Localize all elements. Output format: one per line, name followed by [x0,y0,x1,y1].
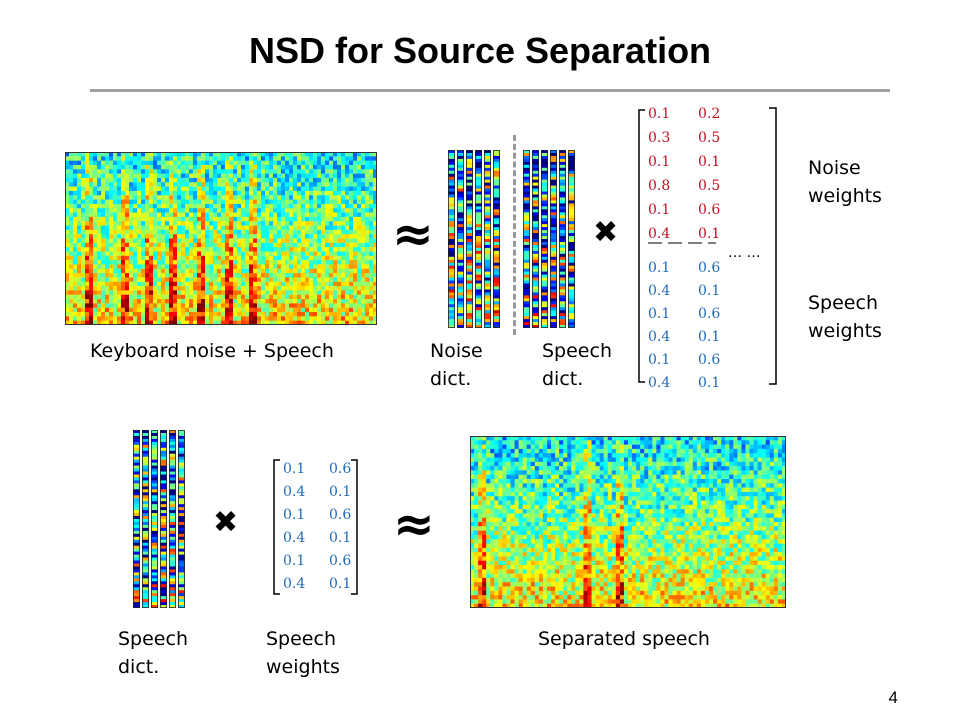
dictionary-separator [513,135,516,335]
noise-weights-label-line1: Noise [808,157,861,179]
right-bracket [351,459,358,595]
approx-symbol-top: ≈ [392,205,434,263]
bottom-speech-weights-matrix: 0.1 0.6 0.4 0.1 0.1 0.6 0.4 0.1 0.1 0.6 0.4 0.1 [273,459,358,595]
bottom-speech-weight-cell: 0.6 [329,553,351,569]
bottom-speech-weight-cell: 0.1 [283,553,305,569]
approx-symbol-bottom: ≈ [393,495,435,553]
noise-weight-cell: 0.1 [698,154,720,170]
bottom-speech-weight-cell: 0.6 [329,507,351,523]
bottom-speech-dict-label-line1: Speech [118,628,188,650]
bottom-speech-weight-cell: 0.4 [283,576,305,592]
noise-weight-cell: 0.5 [698,130,720,146]
speech-weight-cell: 0.1 [648,352,670,368]
bottom-speech-weight-cell: 0.1 [329,530,351,546]
mixture-spectrogram [65,152,377,325]
bottom-speech-weights-label-line2: weights [266,656,340,678]
speech-weights-label-line2: weights [808,320,882,342]
bottom-speech-weight-cell: 0.1 [283,461,305,477]
noise-weight-cell: 0.2 [698,106,720,122]
speech-weight-cell: 0.4 [648,283,670,299]
noise-weight-cell: 0.3 [648,130,670,146]
left-bracket [638,109,645,383]
bottom-speech-weight-cell: 0.4 [283,484,305,500]
noise-weight-cell: 0.1 [648,106,670,122]
noise-weight-cell: 0.5 [698,178,720,194]
bottom-speech-weight-cell: 0.1 [283,507,305,523]
noise-weight-cell: 0.1 [698,226,720,242]
noise-dict-label-line2: dict. [430,368,472,390]
matrix-ellipsis: … … [728,245,760,261]
left-bracket [273,459,280,595]
speech-dictionary [523,150,575,328]
noise-weight-cell: 0.8 [648,178,670,194]
speech-weight-cell: 0.1 [698,375,720,391]
bottom-speech-weight-cell: 0.1 [329,576,351,592]
noise-weights-label-line2: weights [808,185,882,207]
bottom-speech-weight-cell: 0.4 [283,530,305,546]
noise-weight-cell: 0.6 [698,202,720,218]
noise-weight-cell: 0.1 [648,154,670,170]
bottom-speech-weight-cell: 0.1 [329,484,351,500]
speech-weight-cell: 0.1 [648,306,670,322]
noise-weight-cell: 0.1 [648,202,670,218]
speech-weight-cell: 0.1 [648,260,670,276]
speech-weight-cell: 0.4 [648,375,670,391]
speech-weight-cell: 0.4 [648,329,670,345]
noise-dict-label-line1: Noise [430,340,483,362]
speech-weight-cell: 0.6 [698,260,720,276]
speech-weights-label-line1: Speech [808,292,878,314]
title-divider [90,89,890,92]
speech-dict-label-line2: dict. [542,368,584,390]
speech-weight-cell: 0.6 [698,306,720,322]
times-symbol-bottom: ✖ [213,505,239,540]
noise-dictionary [448,150,500,328]
speech-weight-cell: 0.1 [698,329,720,345]
bottom-speech-weights-label-line1: Speech [266,628,336,650]
activation-matrix: 0.1 0.2 0.3 0.5 0.1 0.1 0.8 0.5 0.1 0.6 0.4 0.1 … …… [638,106,777,391]
separated-speech-label: Separated speech [538,628,710,650]
right-bracket [769,107,777,385]
separated-speech-spectrogram [470,436,786,608]
mixture-label: Keyboard noise + Speech [90,340,334,362]
bottom-speech-dictionary [133,430,185,608]
speech-weight-cell: 0.1 [698,283,720,299]
speech-dict-label-line1: Speech [542,340,612,362]
page-number: 4 [888,688,898,707]
speech-weight-cell: 0.6 [698,352,720,368]
bottom-speech-weight-cell: 0.6 [329,461,351,477]
bottom-speech-dict-label-line2: dict. [118,656,160,678]
noise-weight-cell: 0.4 [648,226,670,242]
times-symbol-top: ✖ [593,215,619,250]
slide-title: NSD for Source Separation [248,30,712,71]
